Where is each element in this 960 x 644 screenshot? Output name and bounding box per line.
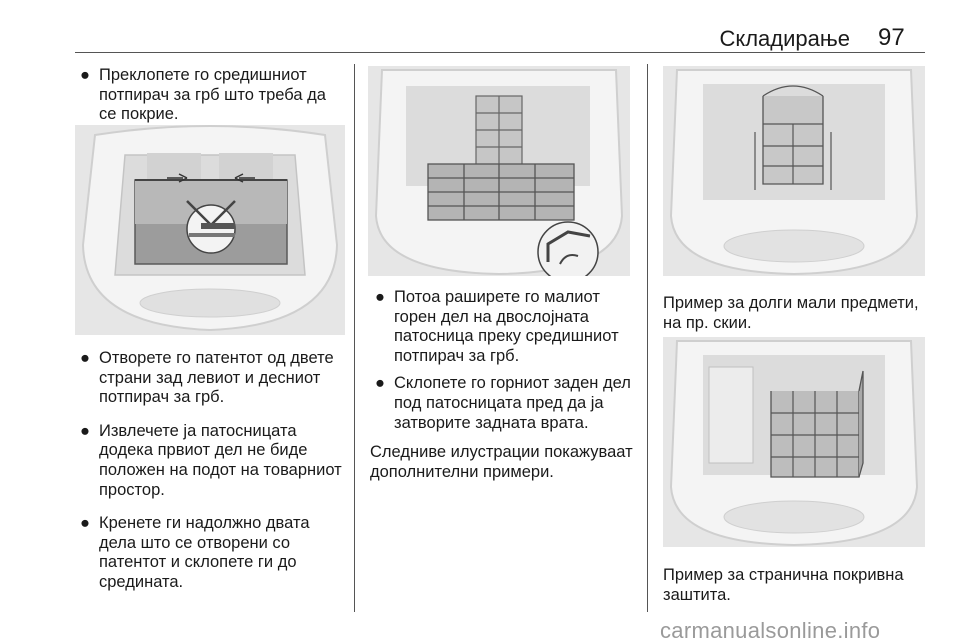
bullet-item: ● Преклопете го средишниот потпирач за г… — [75, 66, 345, 125]
figure-caption: Пример за долги мали предмети, на пр. ск… — [663, 294, 919, 332]
column-2-text: ● Потоа раширете го малиот горен дел на … — [370, 288, 645, 482]
figure-side-cover-example — [663, 337, 925, 547]
figure-cargo-mat-zipper — [75, 125, 345, 335]
watermark: carmanualsonline.info — [660, 618, 881, 643]
page-number: 97 — [878, 24, 905, 51]
bullet-dot: ● — [375, 374, 385, 393]
column-3-caption-1: Пример за долги мали предмети, на пр. ск… — [663, 294, 933, 333]
column-divider-2 — [647, 64, 648, 612]
bullet-item: ● Отворете го патентот од двете страни з… — [75, 349, 350, 408]
bullet-text: Кренете ги надолжно двата дела што се от… — [99, 514, 310, 591]
bullet-dot: ● — [80, 514, 90, 533]
page-header-title: Складирање — [719, 26, 850, 51]
header-rule — [75, 52, 925, 53]
bullet-dot: ● — [375, 288, 385, 306]
column-3-caption-2: Пример за странична покривна заштита. — [663, 566, 933, 605]
column-1-top: ● Преклопете го средишниот потпирач за г… — [75, 66, 345, 139]
bullet-dot: ● — [80, 421, 90, 440]
bullet-text: Потоа раширете го малиот горен дел на дв… — [394, 288, 619, 365]
bullet-item: ● Кренете ги надолжно двата дела што се … — [75, 514, 350, 592]
bullet-dot: ● — [80, 66, 90, 84]
figure-cargo-mat-unfolded — [368, 66, 630, 276]
column-1-bullets: ● Отворете го патентот од двете страни з… — [75, 349, 350, 607]
figure-long-items-example — [663, 66, 925, 276]
bullet-item: ● Извлечете ја патосницата додека првиот… — [75, 422, 350, 500]
bullet-text: Отворете го патентот од двете страни зад… — [99, 349, 334, 407]
bullet-text: Склопете го горниот заден дел под патосн… — [394, 374, 631, 432]
column-divider-1 — [354, 64, 355, 612]
bullet-item: ● Потоа раширете го малиот горен дел на … — [370, 288, 645, 366]
bullet-item: ● Склопете го горниот заден дел под пато… — [370, 374, 645, 433]
bullet-dot: ● — [80, 349, 90, 367]
figure-caption: Пример за странична покривна заштита. — [663, 566, 904, 604]
bullet-text: Извлечете ја патосницата додека првиот д… — [99, 421, 342, 499]
bullet-text: Преклопете го средишниот потпирач за грб… — [99, 66, 326, 124]
paragraph: Следниве илустрации покажуваат дополните… — [370, 443, 633, 481]
